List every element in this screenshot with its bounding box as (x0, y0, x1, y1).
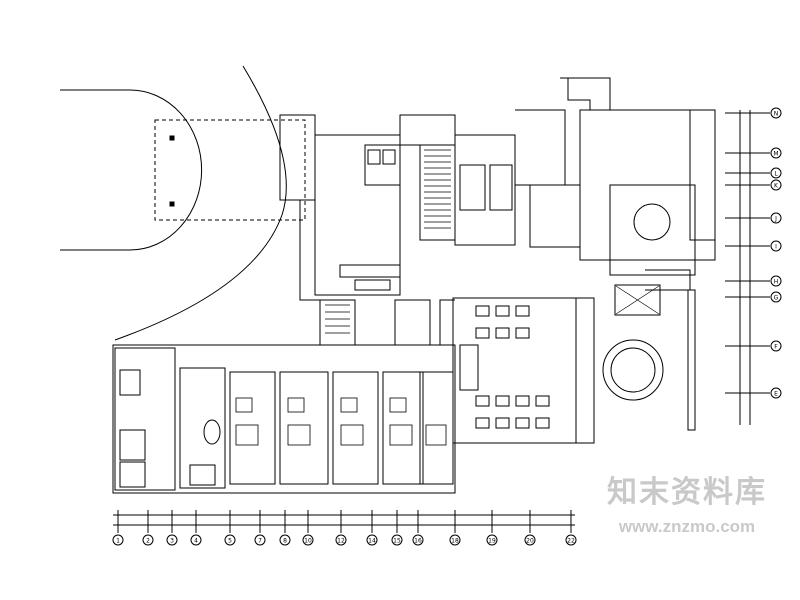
axis-bubble (770, 167, 782, 179)
axis-bubble (190, 534, 202, 546)
field-boundary-arc (114, 65, 287, 341)
axis-bubble (166, 534, 178, 546)
axis-label: F (774, 344, 778, 351)
watermark-url: www.znzmo.com (618, 517, 756, 536)
axis-label: 3 (170, 538, 174, 545)
axis-bubble (770, 340, 782, 352)
entrance-block (279, 114, 316, 201)
round-table-small (633, 203, 671, 241)
axis-label: 15 (393, 538, 401, 545)
axis-bubble (254, 534, 266, 546)
axis-label: E (774, 391, 778, 398)
axis-bubble (770, 240, 782, 252)
axis-label: 19 (488, 538, 496, 545)
meeting-room (452, 297, 577, 444)
toilet-block (454, 134, 516, 246)
axis-bubble (279, 534, 291, 546)
axis-bubble (412, 534, 424, 546)
axis-label: 20 (526, 538, 534, 545)
axis-bubble (770, 147, 782, 159)
axis-label: 14 (368, 538, 376, 545)
axis-bubble (142, 534, 154, 546)
lobby (314, 134, 401, 296)
sports-field-outline (60, 89, 203, 251)
axis-label: 4 (194, 538, 198, 545)
axis-bubble (770, 291, 782, 303)
axis-label: N (774, 111, 779, 118)
axis-label: 22 (567, 538, 575, 545)
axis-label: G (774, 295, 779, 302)
axis-label: 12 (337, 538, 345, 545)
axis-bubble (302, 534, 314, 546)
round-table-large (602, 339, 664, 401)
axis-label: K (774, 183, 779, 190)
axis-bubble (770, 179, 782, 191)
axis-label: 16 (414, 538, 422, 545)
right-dimension-ticks (725, 112, 770, 394)
guestroom-wing (112, 344, 456, 494)
axis-bubble (224, 534, 236, 546)
axis-label: H (774, 279, 779, 286)
axis-bubble (770, 107, 782, 119)
axis-bubble (565, 534, 577, 546)
stair-core (419, 144, 456, 241)
axis-bubble (770, 212, 782, 224)
axis-label: L (774, 171, 778, 178)
axis-label: J (774, 216, 777, 223)
meeting-chairs (475, 305, 550, 429)
axis-bubble (391, 534, 403, 546)
axis-bubble (335, 534, 347, 546)
axis-label: 5 (228, 538, 232, 545)
watermark: 知末资料库 www.znzmo.com (592, 476, 782, 538)
axis-label: 1 (116, 538, 120, 545)
axis-bubble (524, 534, 536, 546)
axis-label: M (773, 151, 778, 158)
elevator-core (364, 144, 401, 186)
axis-label: I (775, 244, 777, 251)
axis-label: 10 (304, 538, 312, 545)
field-inner-dashed (154, 119, 306, 221)
guestroom-units (229, 371, 454, 485)
right-axis-bubbles: N M LK J I H G F E (770, 107, 782, 399)
axis-label: 18 (451, 538, 459, 545)
axis-label: 2 (146, 538, 150, 545)
axis-label: 7 (258, 538, 262, 545)
watermark-title: 知末资料库 (607, 475, 767, 510)
axis-bubble (366, 534, 378, 546)
axis-bubble (112, 534, 124, 546)
bottom-dimension-ticks (117, 510, 572, 533)
axis-bubble (770, 387, 782, 399)
axis-bubble (770, 275, 782, 287)
axis-bubble (486, 534, 498, 546)
axis-bubble (449, 534, 461, 546)
axis-label: 8 (283, 538, 287, 545)
